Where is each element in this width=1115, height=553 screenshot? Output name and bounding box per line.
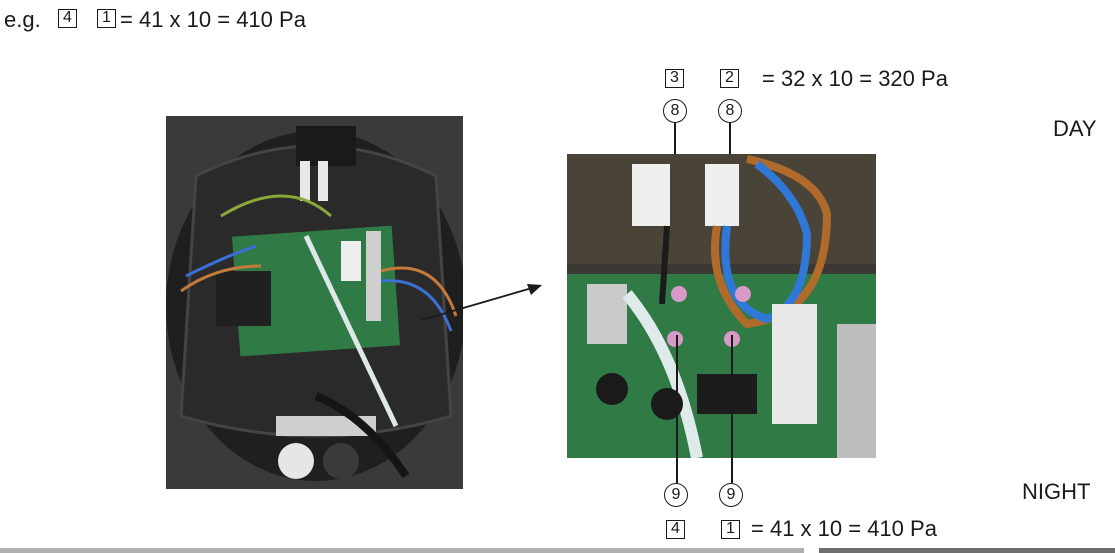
night-box-1: 1 <box>721 520 740 539</box>
pcb-closeup-photo <box>567 154 876 458</box>
example-box-4: 4 <box>58 9 77 28</box>
day-box-3: 3 <box>665 69 684 88</box>
footer-bar-left <box>0 548 804 553</box>
day-circle-8-right: 8 <box>718 99 742 123</box>
night-label: NIGHT <box>1022 479 1091 504</box>
footer-bar-right <box>819 548 1115 553</box>
example-prefix: e.g. <box>4 7 41 32</box>
night-leader-left <box>676 335 678 483</box>
pointer-arrow <box>421 284 542 321</box>
night-leader-right <box>731 335 733 483</box>
night-formula: = 41 x 10 = 410 Pa <box>751 516 937 541</box>
day-box-2: 2 <box>720 69 739 88</box>
day-circle-8-left: 8 <box>663 99 687 123</box>
night-circle-9-left: 9 <box>664 483 688 507</box>
example-box-1: 1 <box>97 9 116 28</box>
enclosure-photo <box>166 116 463 489</box>
example-formula: = 41 x 10 = 410 Pa <box>120 7 306 32</box>
day-formula: = 32 x 10 = 320 Pa <box>762 66 948 91</box>
night-circle-9-right: 9 <box>719 483 743 507</box>
night-box-4: 4 <box>666 520 685 539</box>
day-label: DAY <box>1053 116 1097 141</box>
